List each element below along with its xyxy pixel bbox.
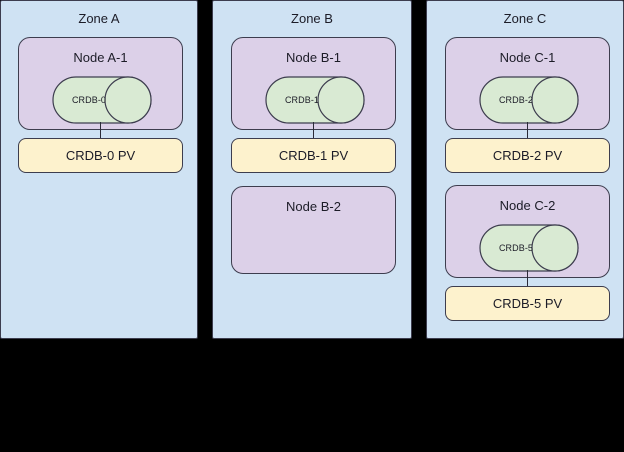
node-title-c-2: Node C-2 (499, 198, 556, 213)
database-cylinder-crdb-0: CRDB-0 (52, 76, 152, 124)
zone-container-a: Zone A Node A-1 CRDB-0 CRDB-0 PV (0, 0, 198, 339)
pv-box-crdb-2: CRDB-2 PV (445, 138, 610, 173)
database-cylinder-crdb-2: CRDB-2 (479, 76, 579, 124)
connector-node-b-1-to-crdb-1-pv (313, 122, 314, 139)
zone-title-a: Zone A (78, 11, 120, 26)
node-box-b-1: Node B-1 CRDB-1 (231, 37, 396, 130)
pv-label-crdb-1: CRDB-1 PV (278, 147, 349, 163)
database-cylinder-crdb-1: CRDB-1 (265, 76, 365, 124)
node-box-c-1: Node C-1 CRDB-2 (445, 37, 610, 130)
connector-node-c-1-to-crdb-2-pv (527, 122, 528, 139)
zone-container-b: Zone B Node B-1 CRDB-1 CRDB-1 PV Node B-… (212, 0, 412, 339)
pv-label-crdb-2: CRDB-2 PV (492, 147, 563, 163)
node-title-b-1: Node B-1 (286, 50, 341, 65)
connector-node-a-1-to-crdb-0-pv (100, 122, 101, 139)
node-title-c-1: Node C-1 (499, 50, 556, 65)
node-box-c-2: Node C-2 CRDB-5 (445, 185, 610, 278)
pv-box-crdb-5: CRDB-5 PV (445, 286, 610, 321)
zone-title-c: Zone C (503, 11, 547, 26)
node-title-b-2: Node B-2 (286, 199, 341, 214)
connector-node-c-2-to-crdb-5-pv (527, 270, 528, 287)
pv-label-crdb-5: CRDB-5 PV (492, 295, 563, 311)
zone-title-b: Zone B (291, 11, 333, 26)
pv-label-crdb-0: CRDB-0 PV (65, 147, 136, 163)
node-box-b-2: Node B-2 (231, 186, 396, 274)
pv-box-crdb-1: CRDB-1 PV (231, 138, 396, 173)
zone-container-c: Zone C Node C-1 CRDB-2 CRDB-2 PV Node C-… (426, 0, 624, 339)
node-title-a-1: Node A-1 (73, 50, 128, 65)
database-cylinder-crdb-5: CRDB-5 (479, 224, 579, 272)
node-box-a-1: Node A-1 CRDB-0 (18, 37, 183, 130)
pv-box-crdb-0: CRDB-0 PV (18, 138, 183, 173)
